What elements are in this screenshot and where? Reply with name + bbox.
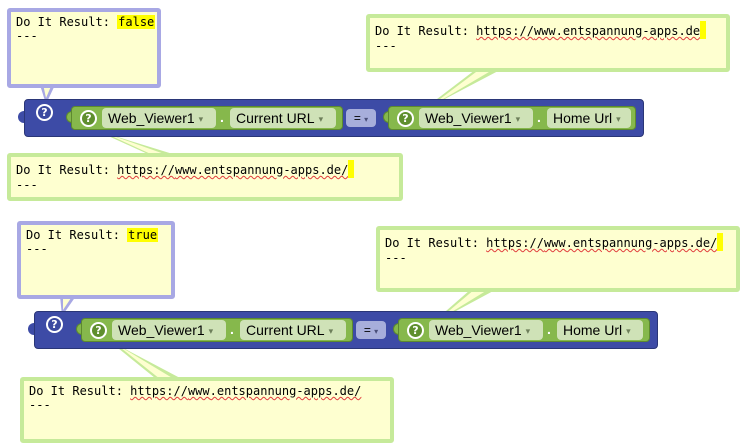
result-line: Do It Result: https://www.entspannung-ap…	[385, 233, 731, 251]
property-dropdown[interactable]: Home Url▾	[547, 108, 631, 128]
dot-separator: .	[537, 109, 541, 125]
chevron-down-icon: ▾	[616, 114, 621, 124]
result-comment-top-right[interactable]: Do It Result: https://www.entspannung-ap…	[366, 14, 730, 72]
highlighted-value: true	[127, 228, 159, 242]
chevron-down-icon: ▾	[374, 327, 379, 336]
chevron-down-icon: ▾	[208, 326, 214, 336]
block-notch	[28, 323, 36, 335]
result-comment-bottom[interactable]: Do It Result: https://www.entspannung-ap…	[20, 377, 394, 443]
separator: ---	[16, 29, 38, 43]
property-dropdown[interactable]: Home Url▾	[557, 320, 643, 340]
component-dropdown[interactable]: Web_Viewer1▾	[112, 320, 226, 340]
result-line: Do It Result: https://www.entspannung-ap…	[29, 384, 362, 398]
separator: ---	[375, 39, 397, 53]
help-icon[interactable]: ?	[46, 316, 63, 333]
property-dropdown[interactable]: Current URL▾	[230, 108, 336, 128]
chevron-down-icon: ▾	[318, 114, 324, 124]
chevron-down-icon: ▾	[515, 114, 521, 124]
separator: ---	[29, 398, 51, 412]
separator: ---	[16, 178, 38, 192]
chevron-down-icon: ▾	[198, 114, 204, 124]
block-notch	[383, 111, 389, 123]
block-notch	[76, 323, 82, 335]
operator-dropdown[interactable]: = ▾	[346, 109, 376, 127]
component-dropdown[interactable]: Web_Viewer1▾	[419, 108, 533, 128]
dot-separator: .	[230, 321, 234, 337]
help-icon[interactable]: ?	[407, 322, 424, 339]
help-icon[interactable]: ?	[36, 104, 53, 121]
result-comment-top-left[interactable]: Do It Result: true ---	[17, 221, 175, 299]
result-line: Do It Result: true	[26, 228, 159, 242]
result-comment-top-left[interactable]: Do It Result: false ---	[7, 8, 161, 88]
result-line: Do It Result: false	[16, 15, 156, 29]
dot-separator: .	[220, 109, 224, 125]
block-notch	[393, 323, 399, 335]
separator: ---	[385, 251, 407, 265]
result-comment-bottom[interactable]: Do It Result: https://www.entspannung-ap…	[7, 153, 403, 201]
chevron-down-icon: ▾	[328, 326, 334, 336]
property-dropdown[interactable]: Current URL▾	[240, 320, 346, 340]
help-icon[interactable]: ?	[90, 322, 107, 339]
chevron-down-icon: ▾	[525, 326, 531, 336]
block-notch	[18, 111, 26, 123]
chevron-down-icon: ▾	[364, 115, 369, 124]
block-notch	[66, 111, 72, 123]
help-icon[interactable]: ?	[397, 110, 414, 127]
dot-separator: .	[547, 321, 551, 337]
highlighted-value: false	[117, 15, 156, 29]
component-dropdown[interactable]: Web_Viewer1▾	[102, 108, 216, 128]
chevron-down-icon: ▾	[626, 326, 631, 336]
separator: ---	[26, 242, 48, 256]
result-line: Do It Result: https://www.entspannung-ap…	[16, 160, 394, 178]
result-line: Do It Result: https://www.entspannung-ap…	[375, 21, 721, 39]
component-dropdown[interactable]: Web_Viewer1▾	[429, 320, 543, 340]
result-comment-top-right[interactable]: Do It Result: https://www.entspannung-ap…	[376, 226, 740, 292]
help-icon[interactable]: ?	[80, 110, 97, 127]
operator-dropdown[interactable]: = ▾	[356, 321, 386, 339]
